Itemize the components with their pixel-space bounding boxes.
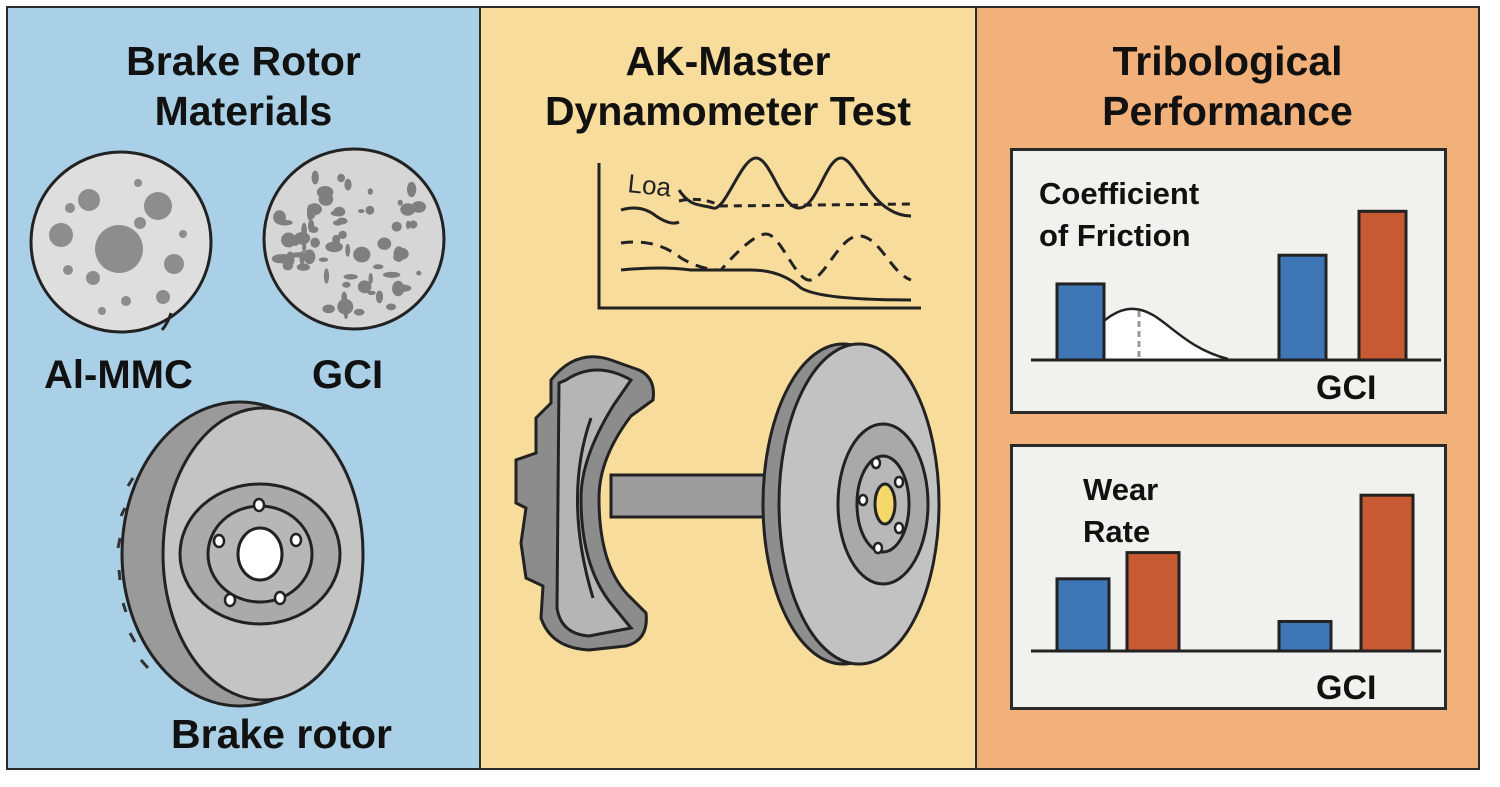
graphite-flake [281,232,297,248]
graphite-flake [337,298,354,315]
graphite-flake [344,310,348,320]
graphite-flake [392,280,405,297]
title-line: AK-Master [625,38,831,84]
graphite-flake [400,203,416,216]
panel-tribological-performance: Tribological Performance Coefficient of … [977,8,1478,768]
panel-rotor-materials: Brake Rotor Materials [8,8,481,768]
graphite-flake [289,252,307,258]
graphite-flake [391,221,402,232]
graphite-flake [373,264,384,270]
wear-chart-label: Wear Rate [1083,469,1158,553]
graphite-flake [367,188,373,195]
graphite-flake [344,178,352,191]
wear-chart [1031,493,1441,653]
friction-chart [1031,209,1441,362]
graphite-flake [353,308,365,316]
graphite-flake [271,254,289,264]
caliper-icon [514,355,655,652]
brake-rotor-icon [116,400,365,708]
friction-chart-label: Coefficient of Friction [1039,173,1199,257]
panel-title-rotor-materials: Brake Rotor Materials [8,36,479,136]
load-graph-icon: Loa [597,156,921,310]
friction-chart-box: Coefficient of Friction GCI [1010,148,1447,414]
title-line: Performance [1102,88,1353,134]
label-line: Coefficient [1039,176,1200,211]
graphite-flake [296,263,311,271]
graphite-flake [332,220,343,226]
graphite-flake [306,204,313,221]
title-line: Dynamometer Test [544,88,912,134]
graphite-flake [406,181,417,198]
graphite-flake [311,170,319,185]
panel-title-dynamometer: AK-Master Dynamometer Test [481,36,975,136]
title-line: Brake Rotor [126,38,361,84]
gci-label: GCI [312,353,384,397]
bar [1359,493,1415,653]
dynamometer-art: Loa [514,156,941,666]
bar [1357,209,1408,362]
graphite-flake [405,220,411,230]
panel-dynamometer-test: AK-Master Dynamometer Test Loa [481,8,977,768]
graphite-flake [330,210,345,217]
graphite-flake [273,210,286,225]
graphite-flake [358,250,364,255]
graphite-flake [365,205,375,215]
graphite-flake [357,280,372,294]
graphite-flake [293,232,311,245]
graphite-flake [345,243,351,257]
al-mmc-label: Al-MMC [44,353,193,397]
figure-frame: Brake Rotor Materials [6,6,1480,770]
graphite-flake [408,220,418,229]
graphite-flake [337,173,345,183]
graphite-flake [375,290,384,304]
graphite-flake [353,246,371,263]
load-graph-label: Loa [626,168,673,202]
title-line: Materials [154,88,333,134]
graphite-flake [341,291,348,305]
brake-rotor-label: Brake rotor [171,711,393,757]
brake-disc-icon [761,342,941,666]
graphite-flake [358,209,365,214]
graphite-flake [303,249,316,265]
al-mmc-microstructure-icon [29,150,213,334]
graphite-flake [323,268,330,284]
graphite-flake [397,199,403,206]
panel-title-tribological: Tribological Performance [977,36,1478,136]
graphite-flake [342,281,351,288]
graphite-flake [310,237,320,248]
bar [1055,282,1106,362]
title-line: Tribological [1112,38,1343,84]
bar [1277,619,1333,653]
graphite-flake [338,230,347,239]
graphite-flake [368,273,373,285]
graphite-flake [322,304,335,314]
wear-chart-box: Wear Rate GCI [1010,444,1447,710]
graphite-flake [343,274,358,280]
friction-category-label-gci: GCI [1316,369,1377,407]
label-line: Rate [1083,514,1151,549]
graphite-flake [367,290,376,295]
rotor-materials-art [29,147,446,708]
bar [1125,551,1181,653]
graphite-flake [309,226,319,234]
graphite-flake [318,257,329,262]
graphite-flake [318,192,334,206]
graphite-flake [377,237,392,250]
label-line: Wear [1083,472,1159,507]
graphite-flake [325,241,343,253]
label-line: of Friction [1039,218,1191,253]
wear-category-label-gci: GCI [1316,669,1377,707]
graphite-flake [393,246,405,262]
graphite-flake [386,303,397,311]
bar [1055,577,1111,653]
graphite-flake [416,270,422,276]
gci-microstructure-icon [262,147,446,331]
graphite-flake [383,271,401,278]
bar [1277,253,1328,362]
